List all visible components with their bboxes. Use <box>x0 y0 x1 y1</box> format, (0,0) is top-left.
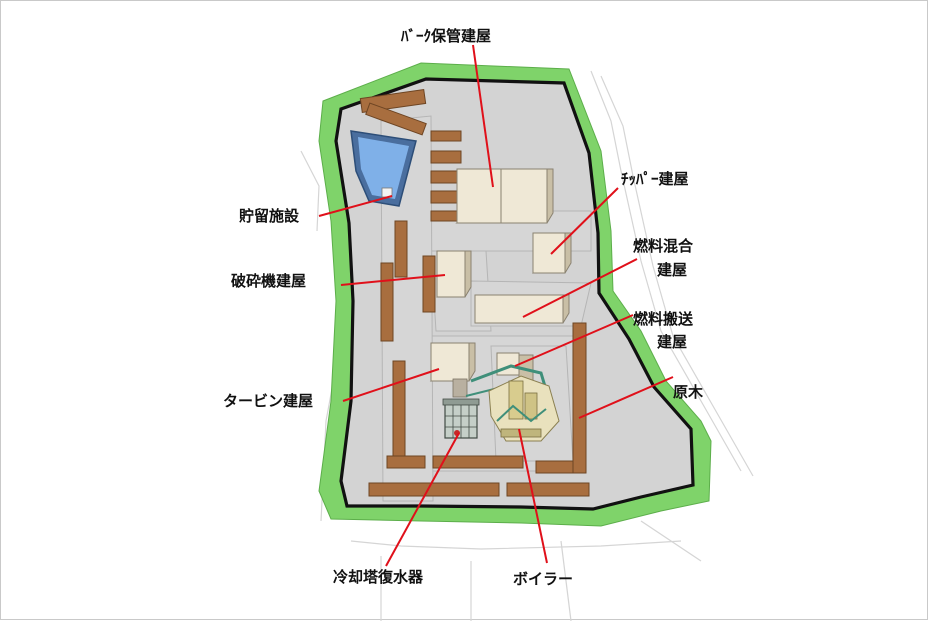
label-fuel-transport-line1: 燃料搬送 <box>633 310 694 328</box>
label-crusher: 破砕機建屋 <box>231 272 306 290</box>
label-cooling-tower: 冷却塔復水器 <box>333 568 424 586</box>
label-storage-facility: 貯留施設 <box>239 207 300 225</box>
leader-fuel-transport <box>514 314 634 367</box>
bark-storage-building <box>455 168 554 224</box>
leader-cooling-tower <box>385 432 460 567</box>
leader-lines <box>318 44 674 567</box>
fuel-mixing-building <box>474 294 570 324</box>
log-piles <box>359 89 590 497</box>
label-raw-wood: 原木 <box>673 383 704 401</box>
label-chipper: ﾁｯﾊﾟｰ建屋 <box>621 170 689 188</box>
leader-storage <box>318 195 393 217</box>
storage-pond <box>350 130 417 207</box>
label-bark-storage: ﾊﾞｰｸ保管建屋 <box>400 27 491 45</box>
leader-chipper <box>550 187 619 255</box>
leader-boiler <box>518 428 548 564</box>
crusher-building <box>436 250 472 298</box>
leader-raw-wood <box>578 376 674 419</box>
leader-crusher <box>340 274 446 286</box>
leader-fuel-mixing <box>522 258 638 318</box>
cooling-tower-structure <box>442 398 480 439</box>
label-boiler: ボイラー <box>513 570 573 588</box>
boiler-structure <box>488 375 560 442</box>
label-fuel-transport-line2: 建屋 <box>657 333 687 351</box>
leader-turbine <box>342 368 440 402</box>
leader-bark-storage <box>472 44 494 188</box>
label-fuel-mixing-line2: 建屋 <box>657 261 687 279</box>
labels: ﾊﾞｰｸ保管建屋 ﾁｯﾊﾟｰ建屋 燃料混合 建屋 燃料搬送 建屋 原木 貯留施設… <box>223 27 704 588</box>
label-fuel-mixing-line1: 燃料混合 <box>633 237 694 255</box>
label-turbine: タービン建屋 <box>223 392 313 410</box>
turbine-building <box>429 342 476 398</box>
